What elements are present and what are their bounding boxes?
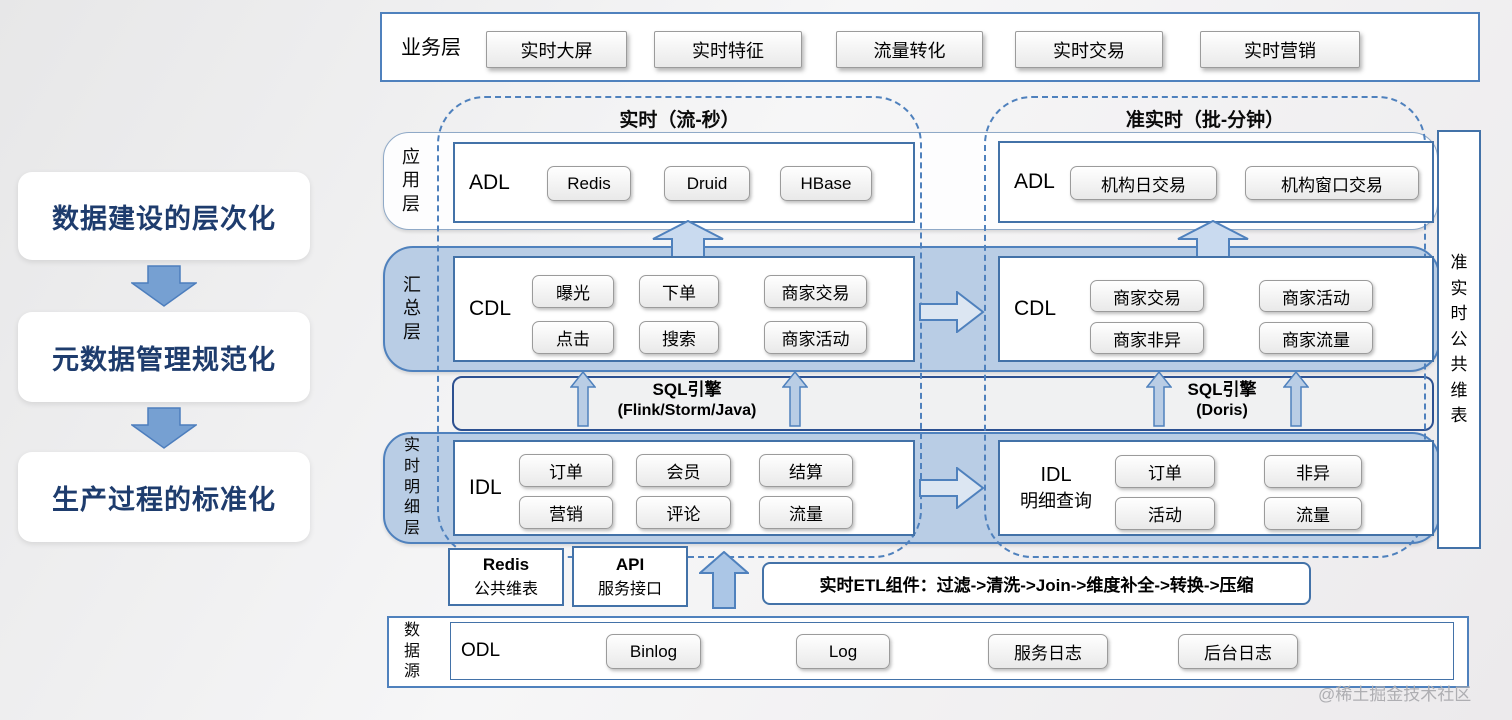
detail-layer-label: 实时明细层 xyxy=(403,437,420,538)
thin-up-arrow-icon xyxy=(782,371,808,427)
redis-dim-table-box: Redis 公共维表 xyxy=(448,548,564,606)
down-arrow-icon xyxy=(131,265,197,307)
sql-engine-box xyxy=(452,376,1434,431)
up-block-arrow-icon xyxy=(652,220,724,258)
adl-right-box: ADL 机构日交易 机构窗口交易 xyxy=(998,141,1434,223)
down-arrow-icon xyxy=(131,407,197,449)
datasource-label: 数据源 xyxy=(403,621,420,681)
right-arrow-icon xyxy=(919,291,985,333)
sql-engine-right-label: SQL引擎 (Doris) xyxy=(1187,380,1257,419)
node-order-2: 订单 xyxy=(1115,455,1215,488)
near-realtime-region-label: 准实时（批-分钟） xyxy=(1125,110,1285,131)
node-realtime-dashboard: 实时大屏 xyxy=(486,31,627,68)
pillar-metadata-standard: 元数据管理规范化 xyxy=(18,312,310,402)
pillar-data-layering: 数据建设的层次化 xyxy=(18,172,310,260)
etl-pipeline-box: 实时ETL组件：过滤->清洗->Join->维度补全->转换->压缩 xyxy=(762,562,1311,605)
cdl-right-title: CDL xyxy=(1014,297,1057,320)
cdl-left-box: CDL 曝光 下单 商家交易 点击 搜索 商家活动 xyxy=(453,256,915,362)
business-layer-label: 业务层 xyxy=(401,36,461,59)
node-order: 订单 xyxy=(519,454,613,487)
node-traffic-conversion: 流量转化 xyxy=(836,31,983,68)
node-merchant-activity: 商家活动 xyxy=(764,321,867,354)
node-click: 点击 xyxy=(532,321,614,354)
node-merchant-trade-2: 商家交易 xyxy=(1090,280,1204,312)
idl-left-box: IDL 订单 会员 结算 营销 评论 流量 xyxy=(453,440,915,536)
node-search: 搜索 xyxy=(639,321,719,354)
cdl-left-title: CDL xyxy=(469,297,512,320)
up-block-arrow-icon xyxy=(1177,220,1249,258)
node-merchant-nonexception: 商家非异 xyxy=(1090,322,1204,354)
adl-left-box: ADL Redis Druid HBase xyxy=(453,142,915,223)
agg-layer-label: 汇总层 xyxy=(402,274,421,342)
node-druid: Druid xyxy=(664,166,750,201)
thin-up-arrow-icon xyxy=(1146,371,1172,427)
node-nonexception: 非异 xyxy=(1264,455,1362,488)
node-service-log: 服务日志 xyxy=(988,634,1108,669)
node-binlog: Binlog xyxy=(606,634,701,669)
node-institution-window-trade: 机构窗口交易 xyxy=(1245,166,1419,200)
right-arrow-icon xyxy=(919,467,985,509)
node-realtime-marketing: 实时营销 xyxy=(1200,31,1360,68)
node-marketing: 营销 xyxy=(519,496,613,529)
node-order-place: 下单 xyxy=(639,275,719,308)
node-institution-daily-trade: 机构日交易 xyxy=(1070,166,1217,200)
node-realtime-trade: 实时交易 xyxy=(1015,31,1163,68)
node-member: 会员 xyxy=(636,454,731,487)
realtime-region-label: 实时（流-秒） xyxy=(619,110,740,131)
node-realtime-feature: 实时特征 xyxy=(654,31,802,68)
node-traffic: 流量 xyxy=(759,496,853,529)
cdl-right-box: CDL 商家交易 商家活动 商家非异 商家流量 xyxy=(998,256,1434,362)
near-realtime-dim-table-box: 准实时公共维表 xyxy=(1437,130,1481,549)
app-layer-label: 应用层 xyxy=(401,146,420,214)
odl-box: ODL Binlog Log 服务日志 后台日志 xyxy=(450,622,1454,680)
node-hbase: HBase xyxy=(780,166,872,201)
watermark: @稀土掘金技术社区 xyxy=(1318,685,1472,704)
api-service-box: API 服务接口 xyxy=(572,546,688,607)
node-log: Log xyxy=(796,634,890,669)
node-merchant-activity-2: 商家活动 xyxy=(1259,280,1373,312)
adl-left-title: ADL xyxy=(469,170,510,194)
pillar-process-standard: 生产过程的标准化 xyxy=(18,452,310,542)
thin-up-arrow-icon xyxy=(570,371,596,427)
thin-up-arrow-icon xyxy=(1283,371,1309,427)
idl-right-box: IDL 明细查询 订单 非异 活动 流量 xyxy=(998,440,1434,536)
node-traffic-2: 流量 xyxy=(1264,497,1362,530)
node-review: 评论 xyxy=(636,496,731,529)
etl-up-arrow-icon xyxy=(699,551,749,609)
node-activity: 活动 xyxy=(1115,497,1215,530)
node-settlement: 结算 xyxy=(759,454,853,487)
adl-right-title: ADL xyxy=(1014,170,1055,193)
idl-left-title: IDL xyxy=(469,476,502,499)
sql-engine-left-label: SQL引擎 (Flink/Storm/Java) xyxy=(617,380,757,419)
node-backend-log: 后台日志 xyxy=(1178,634,1298,669)
node-merchant-traffic: 商家流量 xyxy=(1259,322,1373,354)
odl-title: ODL xyxy=(461,640,501,661)
idl-right-title: IDL 明细查询 xyxy=(1020,463,1092,511)
node-redis: Redis xyxy=(547,166,631,201)
node-merchant-trade: 商家交易 xyxy=(764,275,867,308)
node-exposure: 曝光 xyxy=(532,275,614,308)
